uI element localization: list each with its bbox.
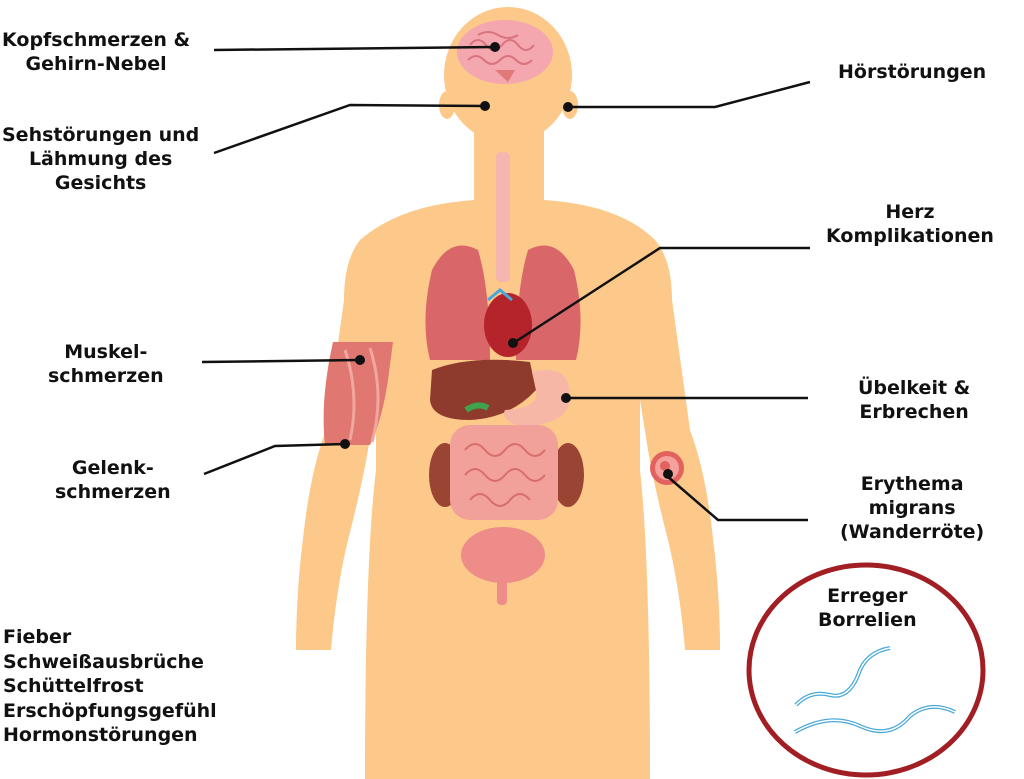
gallbladder bbox=[464, 402, 490, 413]
leader-dots bbox=[340, 42, 673, 479]
kidney-right bbox=[552, 443, 584, 507]
trachea bbox=[496, 152, 510, 282]
label-nausea: Übelkeit & Erbrechen bbox=[858, 377, 971, 423]
label-hearing: Hörstörungen bbox=[838, 61, 987, 83]
symptom-item: Erschöpfungsgefühl bbox=[3, 699, 217, 722]
label-pathogen: Erreger Borrelien bbox=[818, 585, 917, 631]
label-muscle: Muskel- schmerzen bbox=[48, 341, 164, 387]
symptom-item: Schweißausbrüche bbox=[3, 650, 204, 673]
general-symptoms-list: Fieber Schweißausbrüche Schüttelfrost Er… bbox=[3, 625, 217, 748]
label-erythema: Erythema migrans (Wanderröte) bbox=[840, 473, 985, 543]
liver bbox=[430, 359, 536, 420]
stomach bbox=[504, 369, 571, 426]
erythema-rash bbox=[650, 451, 684, 485]
label-heart: Herz Komplikationen bbox=[826, 201, 994, 247]
label-vision: Sehstörungen und Lähmung des Gesichts bbox=[2, 124, 200, 194]
pathogen-circle bbox=[746, 562, 986, 778]
symptom-item: Fieber bbox=[3, 626, 72, 648]
leader-lines bbox=[201, 45, 811, 522]
bladder bbox=[461, 527, 545, 605]
intestines bbox=[450, 425, 558, 520]
label-joint: Gelenk- schmerzen bbox=[55, 457, 171, 503]
symptom-item: Hormonstörungen bbox=[3, 724, 198, 746]
heart bbox=[484, 288, 532, 357]
brain bbox=[457, 20, 553, 84]
symptom-item: Schüttelfrost bbox=[3, 675, 144, 697]
label-headache: Kopfschmerzen & Gehirn-Nebel bbox=[2, 29, 191, 75]
